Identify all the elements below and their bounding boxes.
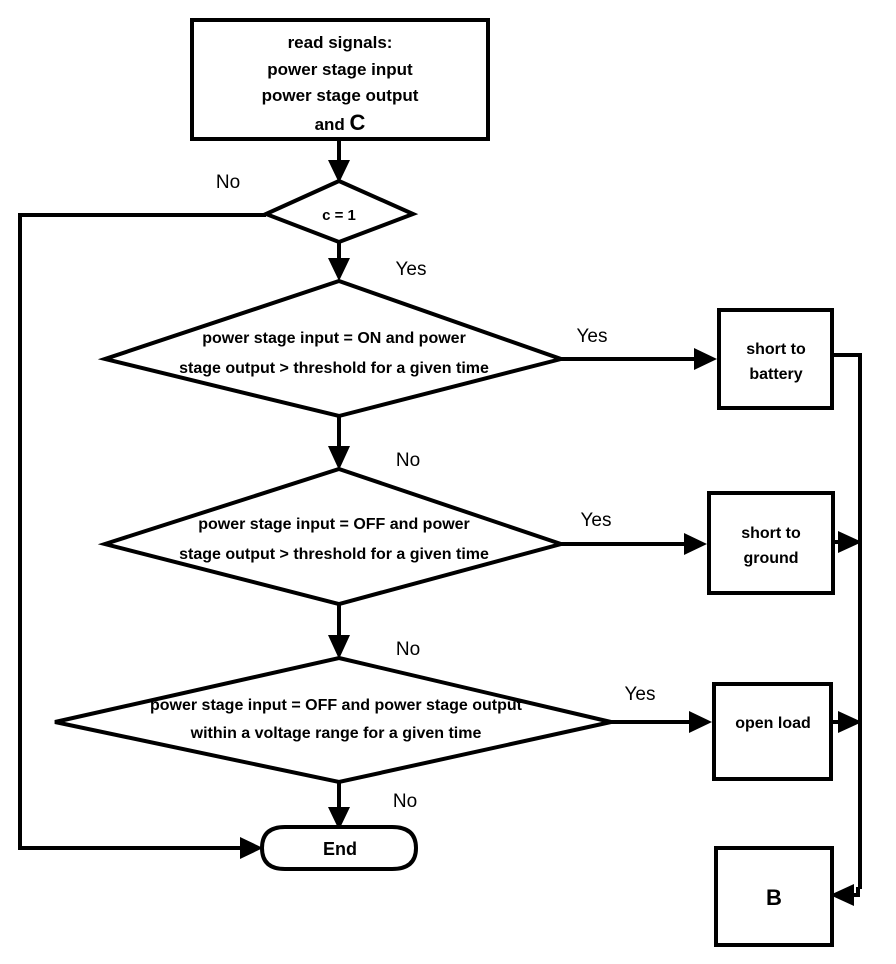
read-signals-line2: power stage input <box>267 60 413 79</box>
read-signals-line4: and C <box>315 110 366 135</box>
node-end-terminal[interactable]: End <box>259 825 419 871</box>
short-to-battery-line2: battery <box>749 366 802 383</box>
read-signals-and-label: and <box>315 115 350 134</box>
node-read-signals[interactable]: read signals: power stage input power st… <box>190 18 490 141</box>
open-load-check-line2: within a voltage range for a given time <box>190 725 482 742</box>
short-battery-check-line2: stage output > threshold for a given tim… <box>179 360 489 377</box>
edge-decision2-yes <box>560 533 707 555</box>
connector-b-label: B <box>766 885 782 910</box>
edge-label-openload-no: No <box>393 791 417 812</box>
edge-label-ground-no: No <box>396 639 420 660</box>
node-short-to-battery[interactable]: short to battery <box>717 308 834 410</box>
short-to-ground-line2: ground <box>743 550 798 567</box>
short-ground-check-line1: power stage input = OFF and power <box>198 516 470 533</box>
node-short-battery-check[interactable]: power stage input = ON and power stage o… <box>97 278 568 419</box>
edge-decision3-no <box>328 782 350 830</box>
short-battery-check-line1: power stage input = ON and power <box>202 330 466 347</box>
open-load-check-line1: power stage input = OFF and power stage … <box>150 697 523 714</box>
edge-label-c-no: No <box>216 172 240 193</box>
read-signals-line3: power stage output <box>262 86 419 105</box>
edge-label-battery-no: No <box>396 450 420 471</box>
node-open-load-check[interactable]: power stage input = OFF and power stage … <box>54 655 612 785</box>
edge-ground-to-bus <box>833 531 862 553</box>
node-connector-b[interactable]: B <box>714 846 834 947</box>
edge-ccheck-yes <box>328 242 350 281</box>
node-short-to-ground[interactable]: short to ground <box>707 491 835 595</box>
short-to-battery-line1: short to <box>746 341 806 358</box>
short-to-ground-line1: short to <box>741 525 801 542</box>
node-c-check[interactable]: c = 1 <box>260 178 419 245</box>
c-check-label: c = 1 <box>322 207 356 224</box>
edge-ccheck-no-loop <box>18 213 266 859</box>
edge-read-to-ccheck <box>328 139 350 183</box>
read-signals-c-symbol: C <box>350 110 366 135</box>
edge-label-c-yes: Yes <box>396 259 427 280</box>
end-label: End <box>323 839 357 859</box>
short-ground-check-line2: stage output > threshold for a given tim… <box>179 546 489 563</box>
edge-label-openload-yes: Yes <box>625 684 656 705</box>
edge-label-ground-yes: Yes <box>581 510 612 531</box>
read-signals-line1: read signals: <box>288 33 393 52</box>
node-short-ground-check[interactable]: power stage input = OFF and power stage … <box>97 466 568 607</box>
edge-decision1-no <box>328 416 350 470</box>
edge-battery-to-bus <box>832 353 862 889</box>
edge-bus-to-connector-b <box>830 884 860 906</box>
edge-openload-to-bus <box>830 711 862 733</box>
edge-decision2-no <box>328 604 350 659</box>
edge-decision1-yes <box>560 348 717 370</box>
node-open-load[interactable]: open load <box>712 682 833 781</box>
edge-decision3-yes <box>610 711 712 733</box>
edge-label-battery-yes: Yes <box>577 326 608 347</box>
open-load-label: open load <box>735 715 811 732</box>
